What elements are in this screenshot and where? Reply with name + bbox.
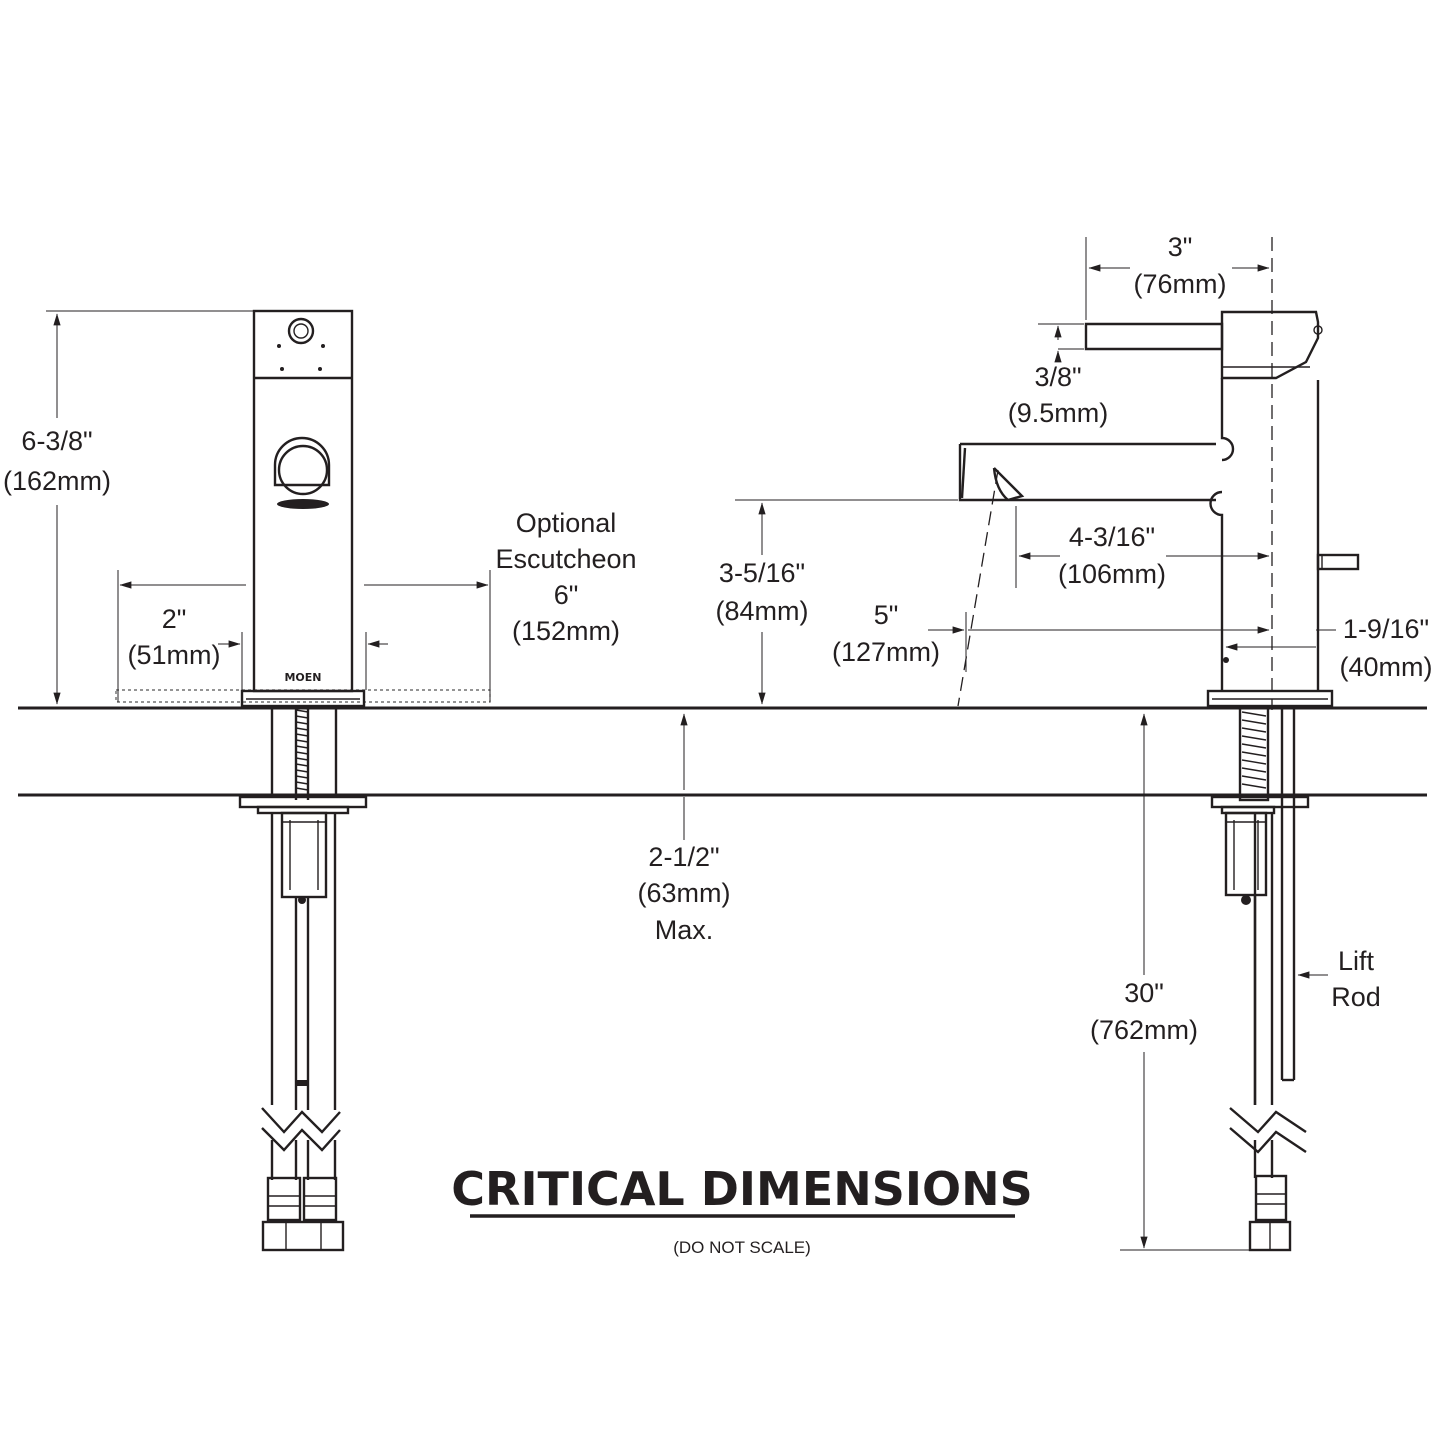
escutcheon-metric: (152mm) (512, 616, 620, 646)
lift-rod-offset-metric: (40mm) (1340, 652, 1433, 682)
center-edge-imperial: 2" (162, 604, 187, 634)
spout-height-metric: (84mm) (716, 596, 809, 626)
center-edge-metric: (51mm) (128, 640, 221, 670)
dimension-lines (46, 237, 1336, 1251)
spout-outlet (273, 436, 331, 487)
handle-lever (1084, 322, 1224, 351)
lift-rod-line2: Rod (1331, 982, 1381, 1012)
stream-reach-metric: (127mm) (832, 637, 940, 667)
overall-height-imperial: 6-3/8" (21, 426, 92, 456)
overall-height-metric: (162mm) (3, 466, 111, 496)
lift-rod-knob (1316, 553, 1360, 571)
supply-length-imperial: 30" (1124, 978, 1164, 1008)
spout-reach-imperial: 4-3/16" (1069, 522, 1155, 552)
escutcheon-imperial: 6" (554, 580, 579, 610)
escutcheon-line1: Optional (516, 508, 617, 538)
spout-reach-metric: (106mm) (1058, 559, 1166, 589)
dimension-labels: 6-3/8" (162mm) 2" (51mm) Optional Escutc… (3, 232, 1433, 1045)
stream-reach-imperial: 5" (874, 600, 899, 630)
deck-thickness-note: Max. (655, 915, 714, 945)
handle-length-imperial: 3" (1168, 232, 1193, 262)
deck-thickness-metric: (63mm) (638, 878, 731, 908)
diagram-title: CRITICAL DIMENSIONS (451, 1162, 1032, 1216)
centerlines (957, 237, 1273, 710)
handle-thickness-imperial: 3/8" (1034, 362, 1081, 392)
supply-length-metric: (762mm) (1090, 1015, 1198, 1045)
aerator-icon (287, 317, 315, 345)
lift-rod-line1: Lift (1338, 946, 1375, 976)
side-view-faucet (958, 310, 1360, 1252)
spout-height-imperial: 3-5/16" (719, 558, 805, 588)
front-view-faucet: MOEN (115, 309, 491, 1252)
escutcheon-line2: Escutcheon (495, 544, 636, 574)
deck-thickness-imperial: 2-1/2" (648, 842, 719, 872)
title-block: CRITICAL DIMENSIONS (DO NOT SCALE) (451, 1162, 1032, 1257)
handle-thickness-metric: (9.5mm) (1008, 398, 1109, 428)
countertop (18, 706, 1427, 797)
handle-length-metric: (76mm) (1134, 269, 1227, 299)
diagram-subtitle: (DO NOT SCALE) (673, 1238, 811, 1257)
lift-rod-offset-imperial: 1-9/16" (1343, 614, 1429, 644)
brand-label: MOEN (284, 671, 321, 684)
